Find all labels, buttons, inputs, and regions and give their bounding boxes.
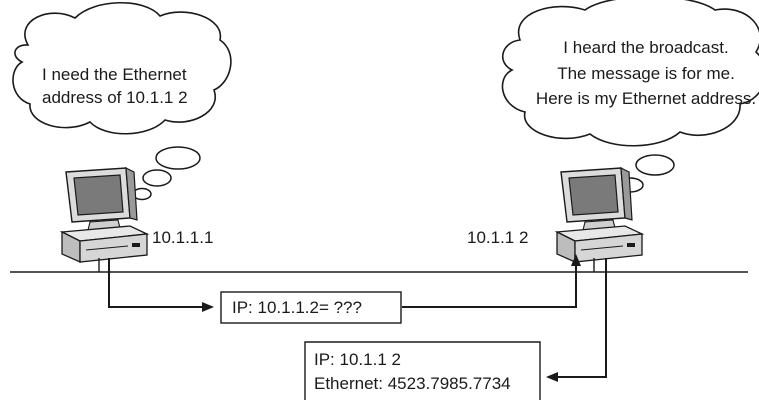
- thought-cloud-left-icon: [12, 1, 232, 201]
- request-box: [220, 291, 402, 324]
- request-box-text: IP: 10.1.1.2= ???: [232, 298, 362, 317]
- cloud-right-line-3: Here is my Ethernet address.: [536, 89, 756, 108]
- desktop-computer-right-icon: [554, 166, 645, 264]
- desktop-computer-left-icon: [59, 166, 150, 264]
- request-arrow-out: [402, 254, 581, 308]
- reply-box-line-2: Ethernet: 4523.7985.7734: [314, 374, 511, 393]
- cloud-right-line-2: The message is for me.: [557, 64, 735, 83]
- reply-arrow: [546, 258, 607, 382]
- host-right-ip-label: 10.1.1 2: [467, 228, 528, 247]
- host-left-ip-label: 10.1.1.1: [152, 228, 213, 247]
- cloud-left-line-1: I need the Ethernet: [42, 65, 187, 84]
- cloud-right-line-1: I heard the broadcast.: [563, 38, 728, 57]
- request-arrow-in: [108, 258, 214, 312]
- cloud-left-line-2: address of 10.1.1 2: [42, 88, 188, 107]
- reply-box: [304, 341, 541, 400]
- reply-box-line-1: IP: 10.1.1 2: [314, 350, 401, 369]
